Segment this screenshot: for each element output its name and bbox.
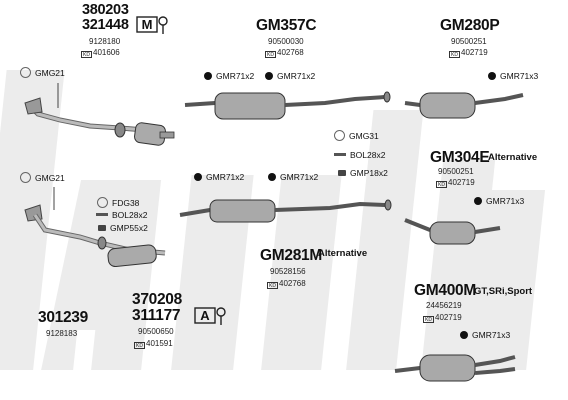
book-icon: KD [265,51,276,58]
oe-number: 90500251 [438,167,474,176]
bolt-icon [96,213,108,216]
part-number-gm400m: GM400M [414,282,476,299]
rubber-mount-icon [460,331,468,339]
center-silencer-gm281m [179,199,392,223]
rubber-mount-icon [204,72,212,80]
assembly-letter: A [200,308,210,323]
part-number-311177: 311177 [132,307,181,324]
oe-number: 24456219 [426,301,462,310]
part-number-gm304e: GM304E [430,149,490,166]
rubber-mount-icon [194,173,202,181]
rear-silencer-gm304e [404,218,501,245]
label-gmr71x3: GMR71x3 [474,196,524,206]
label-gmp18x2: GMP18x2 [338,168,388,178]
rear-silencer-gm400m [394,354,516,382]
oe-number: 9128183 [46,329,78,338]
gasket-icon [334,130,345,141]
book-icon: KD [267,282,278,289]
part-number-gm280p: GM280P [440,17,500,34]
center-silencer-gm357c [184,91,391,120]
front-pipe-middle [24,187,166,268]
label-gmr71x2: GMR71x2 [265,71,315,81]
gasket-icon [97,197,108,208]
oe-number: 90500251 [451,37,487,46]
clamp-icon [338,170,346,176]
gasket-icon [20,172,31,183]
part-number-301239: 301239 [38,309,88,326]
part-number-370208: 370208 [132,291,182,308]
mount-icon: M [136,14,170,36]
rubber-mount-icon [265,72,273,80]
book-icon: KD [449,51,460,58]
assembly-icon: A [194,305,228,327]
oe-number: 90500030 [268,37,304,46]
variant-tag: GT,SRi,Sport [474,286,533,297]
label-gmr71x2: GMR71x2 [204,71,254,81]
rubber-mount-icon [488,72,496,80]
gasket-icon [20,67,31,78]
label-gmr71x2: GMR71x2 [194,172,244,182]
rear-silencer-gm280p [404,92,524,119]
label-fdg38: FDG38 [97,197,139,208]
book-icon: KD [423,316,434,323]
label-gmp55x2: GMP55x2 [98,223,148,233]
rubber-mount-icon [474,197,482,205]
front-pipe-top [24,83,175,146]
oe-number: 9128180 [89,37,121,46]
rubber-mount-icon [268,173,276,181]
alternative-tag: Alternative [318,248,368,259]
label-gmr71x3: GMR71x3 [460,330,510,340]
book-icon: KD [134,342,145,349]
book-icon: KD [81,51,92,58]
label-gmr71x2: GMR71x2 [268,172,318,182]
mount-letter: M [142,17,153,32]
oe-number: 90500650 [138,327,174,336]
label-gmg31: GMG31 [334,130,379,141]
part-number-gm357c: GM357C [256,17,317,34]
clamp-icon [98,225,106,231]
oe-number: 90528156 [270,267,306,276]
part-number-321448: 321448 [82,17,129,33]
label-gmg21: GMG21 [20,172,65,183]
label-gmr71x3: GMR71x3 [488,71,538,81]
part-number-380203: 380203 [82,2,129,18]
part-number-gm281m: GM281M [260,247,322,264]
label-bol28x2: BOL28x2 [96,210,147,220]
bolt-icon [334,153,346,156]
book-icon: KD [436,181,447,188]
alternative-tag: Alternative [488,152,538,163]
label-gmg21: GMG21 [20,67,65,78]
label-bol28x2: BOL28x2 [334,150,385,160]
